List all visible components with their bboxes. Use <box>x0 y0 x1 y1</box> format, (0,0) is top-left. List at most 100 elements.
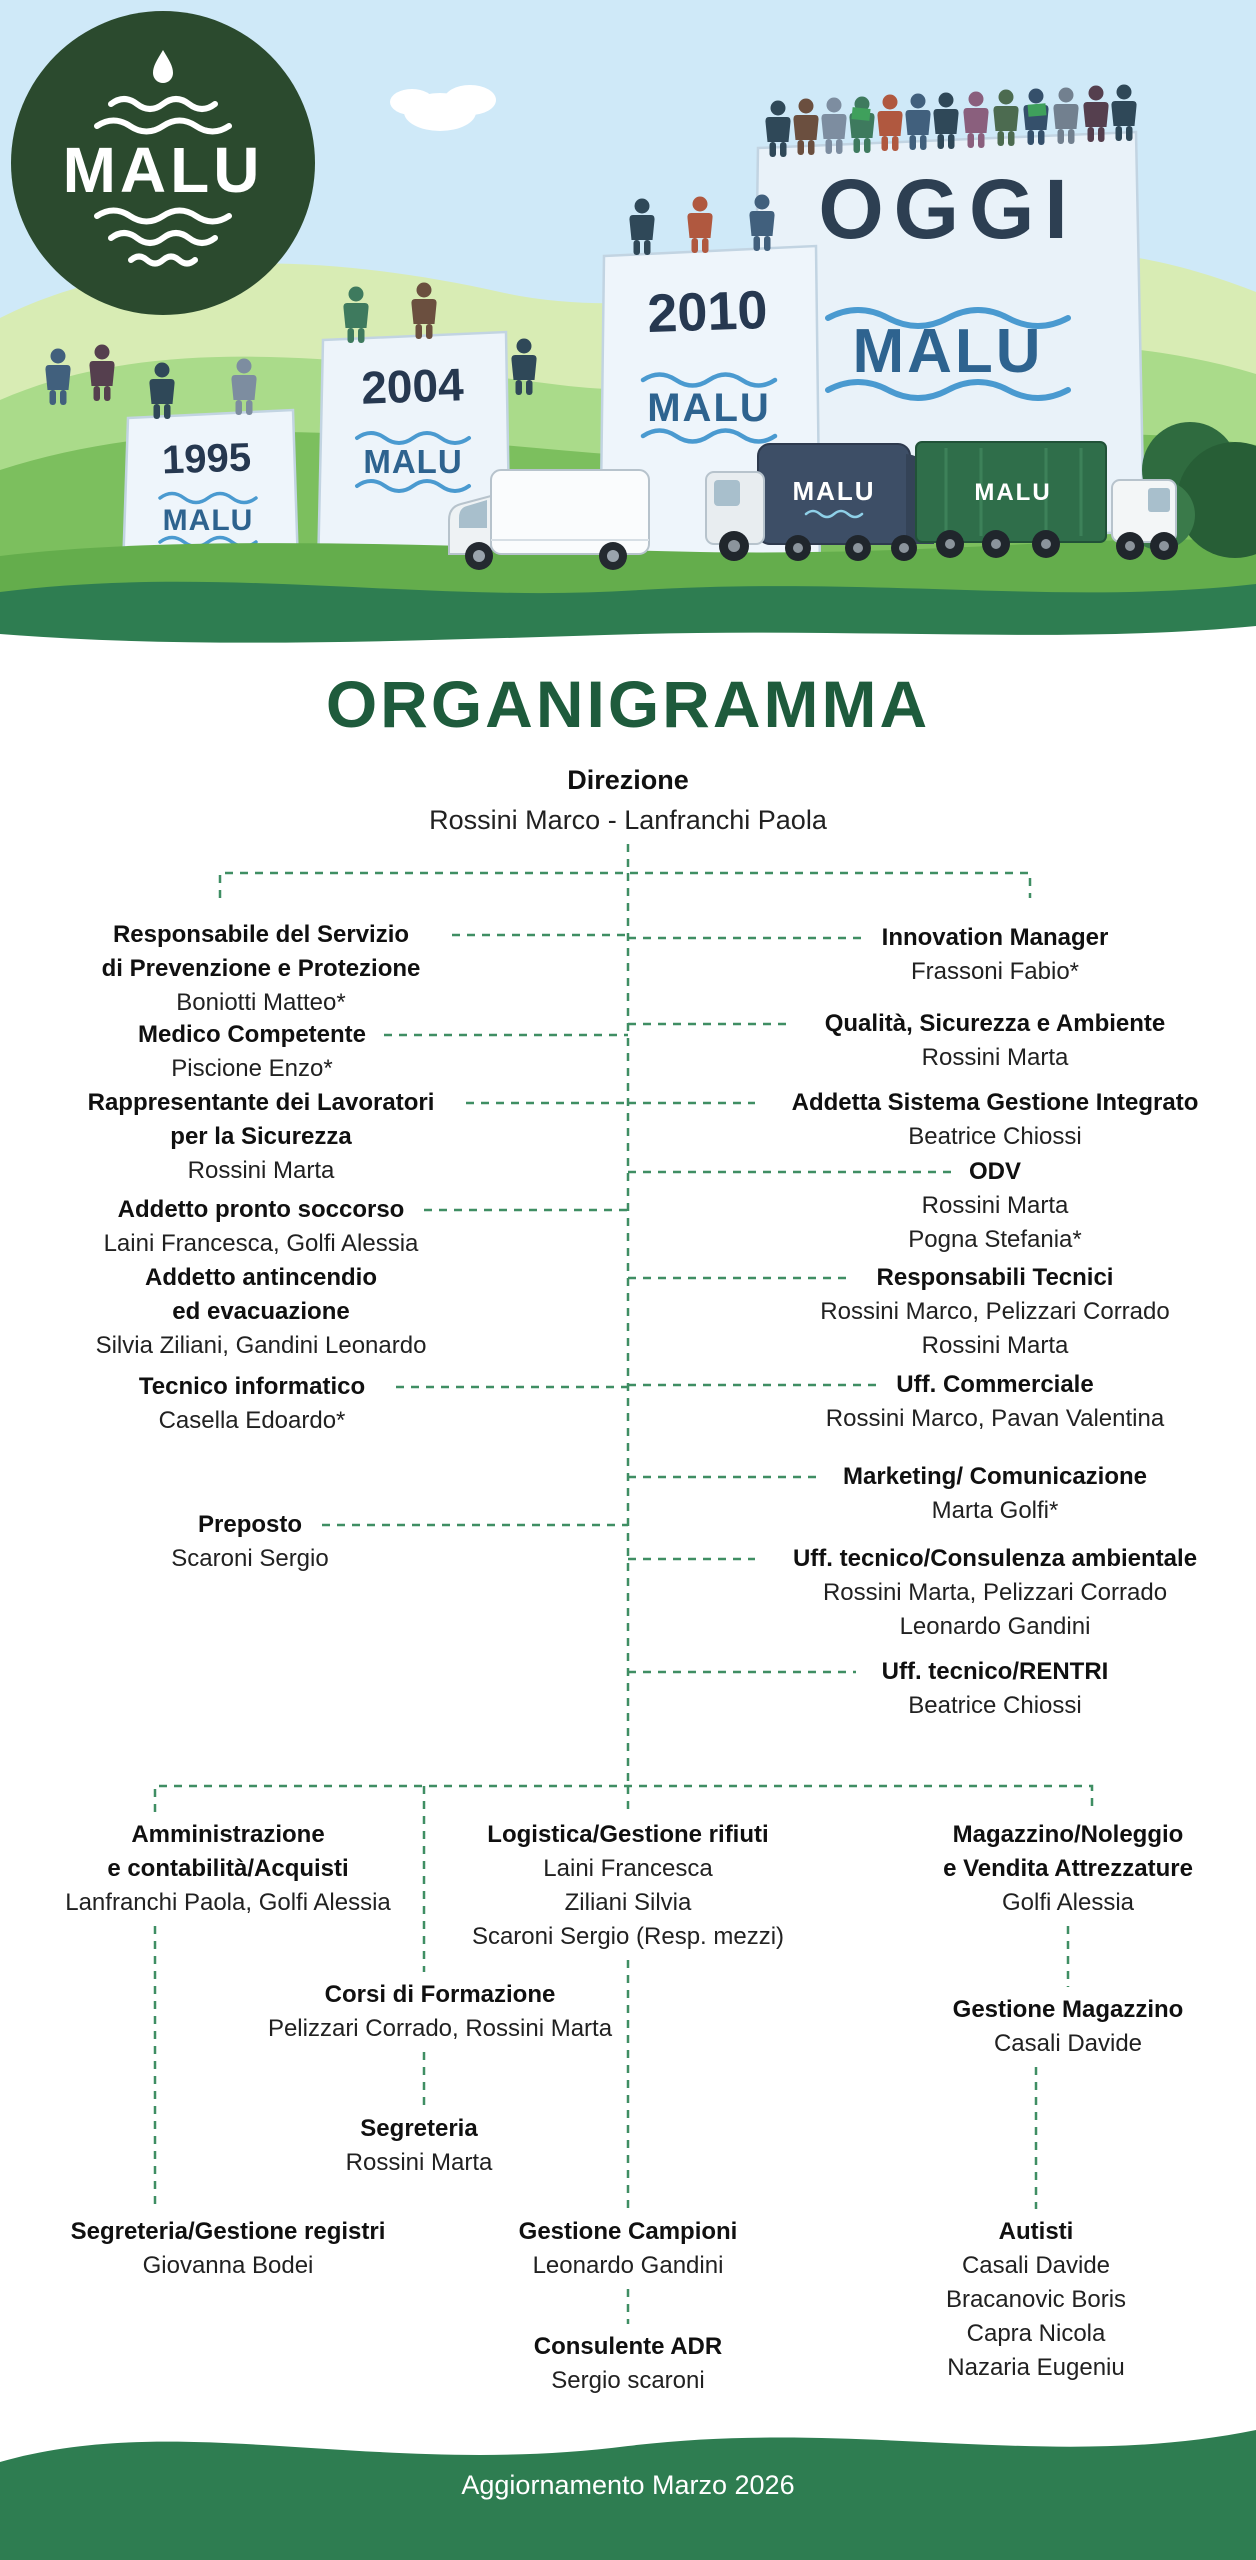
org-node-segreteria: Segreteria Rossini Marta <box>346 2112 493 2180</box>
header-illustration: OGGI MALU <box>0 0 1256 650</box>
footer-update-text: Aggiornamento Marzo 2026 <box>461 2470 795 2500</box>
org-node-innovation-manager: Innovation Manager Frassoni Fabio* <box>882 921 1109 989</box>
org-node-magazzino-noleggio: Magazzino/Noleggio e Vendita Attrezzatur… <box>943 1818 1193 1920</box>
node-names: Giovanna Bodei <box>142 2252 314 2279</box>
footer-band: Aggiornamento Marzo 2026 <box>0 2392 1256 2560</box>
org-node-responsabili-tecnici: Responsabili Tecnici Rossini Marco, Peli… <box>820 1261 1169 1363</box>
org-node-autisti: Autisti Casali Davide Bracanovic Boris C… <box>946 2215 1126 2385</box>
node-names: Sergio scaroni <box>551 2367 705 2394</box>
wave-bottom-white <box>0 626 1256 650</box>
node-names: Scaroni Sergio <box>171 1545 329 1572</box>
node-title: Uff. tecnico/RENTRI <box>881 1658 1109 1685</box>
node-names: Lanfranchi Paola, Golfi Alessia <box>65 1889 391 1916</box>
org-node-logistica: Logistica/Gestione rifiuti Laini Frances… <box>472 1818 784 1954</box>
page-title: ORGANIGRAMMA <box>325 667 931 741</box>
node-names: Nazaria Eugeniu <box>947 2354 1125 2381</box>
node-title: Marketing/ Comunicazione <box>842 1463 1148 1490</box>
node-title: Logistica/Gestione rifiuti <box>487 1821 769 1848</box>
org-node-consulente-adr: Consulente ADR Sergio scaroni <box>534 2330 722 2398</box>
node-names: Boniotti Matteo* <box>176 989 346 1016</box>
node-names: Rossini Marta, Pelizzari Corrado <box>822 1579 1168 1606</box>
node-title: Gestione Campioni <box>518 2218 738 2245</box>
node-title: Medico Competente <box>137 1021 367 1048</box>
node-title: Segreteria/Gestione registri <box>70 2218 386 2245</box>
node-title: Segreteria <box>360 2115 478 2142</box>
node-title: Tecnico informatico <box>138 1373 366 1400</box>
malu-logo-2004: MALU <box>355 431 471 493</box>
malu-badge: MALU <box>11 11 315 315</box>
node-title: Direzione <box>567 765 689 795</box>
people-crowd-oggi <box>765 84 1137 157</box>
connector-top-bracket <box>218 871 1032 898</box>
node-names: Marta Golfi* <box>931 1497 1059 1524</box>
badge-logo-text: MALU <box>63 134 264 206</box>
green-wave-band <box>0 581 1256 650</box>
node-names: Beatrice Chiossi <box>908 1692 1082 1719</box>
node-names: Pelizzari Corrado, Rossini Marta <box>267 2015 613 2042</box>
node-title: Responsabili Tecnici <box>876 1264 1114 1291</box>
svg-text:MALU: MALU <box>852 317 1043 386</box>
org-node-preposto: Preposto Scaroni Sergio <box>171 1508 328 1576</box>
node-names: Leonardo Gandini <box>899 1613 1091 1640</box>
year-1995-label: 1995 <box>161 435 251 482</box>
node-title: e contabilità/Acquisti <box>107 1855 349 1882</box>
org-node-rspp: Responsabile del Servizio di Prevenzione… <box>102 918 421 1020</box>
year-2010-label: 2010 <box>646 280 768 344</box>
cloud <box>390 85 496 131</box>
droplet-icon <box>153 50 173 83</box>
org-node-corsi-formazione: Corsi di Formazione Pelizzari Corrado, R… <box>268 1978 612 2046</box>
svg-text:MALU: MALU <box>647 386 771 430</box>
node-title: e Vendita Attrezzature <box>943 1855 1193 1882</box>
org-node-odv: ODV Rossini Marta Pogna Stefania* <box>908 1155 1081 1257</box>
container-truck-illustration: MALU <box>915 441 1178 560</box>
truck-logo-text: MALU <box>792 476 875 506</box>
node-names: Golfi Alessia <box>1001 1889 1135 1916</box>
org-node-rls: Rappresentante dei Lavoratori per la Sic… <box>88 1086 435 1188</box>
node-title: Innovation Manager <box>881 924 1109 951</box>
node-title: Autisti <box>998 2218 1074 2245</box>
node-names: Rossini Marco, Pelizzari Corrado <box>820 1298 1170 1325</box>
org-node-medico-competente: Medico Competente Piscione Enzo* <box>138 1018 366 1086</box>
node-names: Rossini Marta <box>921 1332 1069 1359</box>
today-label: OGGI <box>818 162 1077 256</box>
node-title: Responsabile del Servizio <box>112 921 410 948</box>
node-names: Casali Davide <box>961 2252 1111 2279</box>
org-node-uff-tecnico-rentri: Uff. tecnico/RENTRI Beatrice Chiossi <box>882 1655 1109 1723</box>
node-title: Qualità, Sicurezza e Ambiente <box>824 1010 1166 1037</box>
node-title: Preposto <box>197 1511 303 1538</box>
node-names: Scaroni Sergio (Resp. mezzi) <box>471 1923 785 1950</box>
org-node-gestione-campioni: Gestione Campioni Leonardo Gandini <box>519 2215 738 2283</box>
org-node-gestione-magazzino: Gestione Magazzino Casali Davide <box>953 1993 1184 2061</box>
node-title: di Prevenzione e Protezione <box>101 955 421 982</box>
node-title: Addetto antincendio <box>145 1264 377 1291</box>
node-title: Addetto pronto soccorso <box>117 1196 405 1223</box>
org-node-tecnico-informatico: Tecnico informatico Casella Edoardo* <box>139 1370 365 1438</box>
org-node-amministrazione: Amministrazione e contabilità/Acquisti L… <box>65 1818 391 1920</box>
node-names: Rossini Marta <box>921 1044 1069 1071</box>
garbage-truck-illustration: MALU <box>705 443 935 561</box>
node-names: Leonardo Gandini <box>532 2252 724 2279</box>
node-title: Consulente ADR <box>533 2333 723 2360</box>
org-node-qualita-sicurezza-ambiente: Qualità, Sicurezza e Ambiente Rossini Ma… <box>825 1007 1166 1075</box>
node-names: Silvia Ziliani, Gandini Leonardo <box>95 1332 427 1359</box>
node-names: Rossini Marco - Lanfranchi Paola <box>429 805 827 835</box>
node-title: Addetta Sistema Gestione Integrato <box>791 1089 1199 1116</box>
node-names: Ziliani Silvia <box>564 1889 692 1916</box>
svg-text:MALU: MALU <box>363 443 462 480</box>
malu-logo-oggi: MALU <box>825 307 1071 401</box>
node-names: Laini Francesca, Golfi Alessia <box>103 1230 419 1257</box>
node-names: Rossini Marco, Pavan Valentina <box>825 1405 1165 1432</box>
node-names: Pogna Stefania* <box>908 1226 1082 1253</box>
node-names: Piscione Enzo* <box>171 1055 333 1082</box>
node-names: Casella Edoardo* <box>158 1407 346 1434</box>
node-title: ed evacuazione <box>172 1298 350 1325</box>
node-names: Rossini Marta <box>345 2149 493 2176</box>
org-node-direzione: Direzione Rossini Marco - Lanfranchi Pao… <box>429 760 827 840</box>
org-node-uff-tecnico-consulenza: Uff. tecnico/Consulenza ambientale Rossi… <box>793 1542 1197 1644</box>
year-block-oggi: OGGI MALU <box>750 130 1146 544</box>
node-title: per la Sicurezza <box>170 1123 352 1150</box>
node-title: ODV <box>968 1158 1022 1185</box>
org-node-pronto-soccorso: Addetto pronto soccorso Laini Francesca,… <box>96 1193 427 1363</box>
year-2004-label: 2004 <box>360 358 465 414</box>
